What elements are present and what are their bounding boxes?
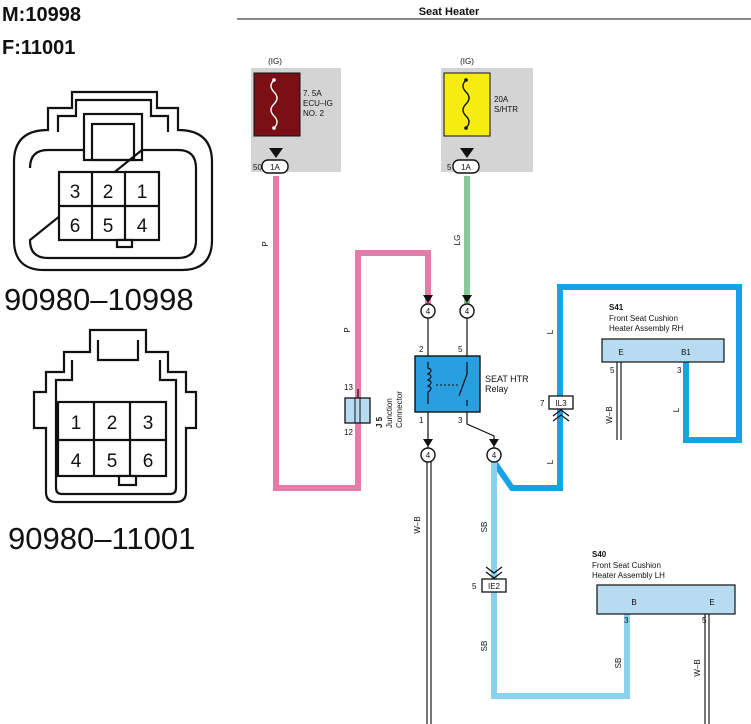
wire-label-l-3: L <box>672 407 681 412</box>
top-pin-1: 1 <box>137 182 148 203</box>
fuse-link-icon <box>270 79 278 129</box>
relay-coil-icon <box>426 362 432 404</box>
seat-lh-name-line2: Heater Assembly LH <box>592 571 665 580</box>
bottom-pin-3: 3 <box>143 413 154 434</box>
fuse-ecu-name1: ECU–IG <box>303 99 333 108</box>
relay-conn-pin-d: 4 <box>492 451 497 460</box>
bottom-pin-5: 5 <box>107 451 118 472</box>
relay-name-line1: SEAT HTR <box>485 374 529 384</box>
top-pin-3: 3 <box>70 182 81 203</box>
relay-conn-pin-c: 4 <box>426 451 431 460</box>
seat-rh-term-b1: B1 <box>681 348 691 357</box>
relay-conn-pin-a: 4 <box>426 307 431 316</box>
seat-lh-term-e: E <box>709 598 714 607</box>
relay-switch-icon <box>458 362 468 406</box>
fuse-link-icon <box>462 79 470 129</box>
wire-label-wb-3: W–B <box>693 659 702 676</box>
top-pin-5: 5 <box>103 216 114 237</box>
wire-label-sb-2: SB <box>480 641 489 652</box>
junction-name-line2: Connector <box>395 391 404 428</box>
wire-label-sb-3: SB <box>614 658 623 669</box>
seat-rh-pin-b1: 3 <box>677 366 682 375</box>
fuse-shtr-rating: 20A <box>494 95 509 104</box>
junction-pin-12: 12 <box>344 428 353 437</box>
wire-label-p-2: P <box>343 327 352 332</box>
bottom-pin-6: 6 <box>143 451 154 472</box>
il3-name: IL3 <box>555 399 567 408</box>
bottom-pin-2: 2 <box>107 413 118 434</box>
junction-name-line1: Junction <box>385 398 394 428</box>
seat-lh-name-line1: Front Seat Cushion <box>592 561 661 570</box>
seat-rh-pin-e: 5 <box>610 366 615 375</box>
fuse-ecu-supply: (IG) <box>268 57 282 66</box>
il3-pin: 7 <box>540 399 545 408</box>
junction-pin-13: 13 <box>344 383 353 392</box>
ie2-pin: 5 <box>472 582 477 591</box>
fuse-ecu-name2: NO. 2 <box>303 109 324 118</box>
bottom-pin-1: 1 <box>71 413 82 434</box>
seat-heater-lh <box>596 584 736 615</box>
fuse-shtr-pin: 5 <box>447 163 452 172</box>
seat-rh-name-line1: Front Seat Cushion <box>609 314 678 323</box>
inline-connector-il3 <box>548 395 574 422</box>
wire-label-l-2: L <box>546 459 555 464</box>
relay-name-line2: Relay <box>485 384 509 394</box>
relay-conn-pin-b: 4 <box>465 307 470 316</box>
fuse-ecu-connector: 1A <box>270 163 280 172</box>
relay-pin-5: 5 <box>458 345 463 354</box>
seat-htr-relay <box>414 355 481 413</box>
seat-heater-rh <box>601 338 725 363</box>
fuse-ecu-ig <box>251 68 341 174</box>
top-pin-4: 4 <box>137 216 148 237</box>
diagram-title: Seat Heater <box>419 6 480 18</box>
ie2-name: IE2 <box>488 582 501 591</box>
model-code: M:10998 <box>2 4 81 26</box>
inline-connector-ie2 <box>481 566 507 593</box>
fuse-shtr-connector: 1A <box>461 163 471 172</box>
junction-code: J 5 <box>375 416 384 428</box>
connector-face-top <box>12 90 214 272</box>
wire-label-wb-2: W–B <box>605 406 614 423</box>
seat-rh-code: S41 <box>609 303 624 312</box>
fuse-ecu-rating: 7. 5A <box>303 89 322 98</box>
fuse-shtr-name: S/HTR <box>494 105 518 114</box>
connector-face-bottom <box>32 328 198 504</box>
seat-rh-name-line2: Heater Assembly RH <box>609 324 683 333</box>
fuse-ecu-pin: 50 <box>253 163 262 172</box>
wire-blue-l <box>491 284 742 491</box>
relay-pin-1: 1 <box>419 416 424 425</box>
top-pin-6: 6 <box>70 216 81 237</box>
wire-black-wb <box>426 362 710 724</box>
wire-label-sb-1: SB <box>480 522 489 533</box>
wire-label-l-1: L <box>546 329 555 334</box>
wire-label-p-1: P <box>261 241 270 246</box>
relay-pin-3: 3 <box>458 416 463 425</box>
seat-lh-pin-b: 3 <box>624 616 629 625</box>
top-connector-part-number: 90980–10998 <box>4 282 194 317</box>
relay-connector-terminals <box>420 303 502 463</box>
seat-lh-code: S40 <box>592 550 607 559</box>
wire-label-lg: LG <box>453 235 462 246</box>
fuse-shtr-supply: (IG) <box>460 57 474 66</box>
wire-label-wb-1: W–B <box>413 516 422 533</box>
seat-rh-term-e: E <box>618 348 623 357</box>
seat-lh-pin-e: 5 <box>702 616 707 625</box>
relay-connector-arrows <box>423 295 499 447</box>
seat-lh-term-b: B <box>631 598 636 607</box>
bottom-connector-part-number: 90980–11001 <box>8 521 195 556</box>
bottom-pin-4: 4 <box>71 451 82 472</box>
frame-code: F:11001 <box>2 37 75 59</box>
relay-pin-2: 2 <box>419 345 424 354</box>
wire-pink-p <box>273 176 431 491</box>
fuse-s-htr <box>441 68 533 174</box>
junction-connector-j5 <box>344 397 371 424</box>
top-pin-2: 2 <box>103 182 114 203</box>
